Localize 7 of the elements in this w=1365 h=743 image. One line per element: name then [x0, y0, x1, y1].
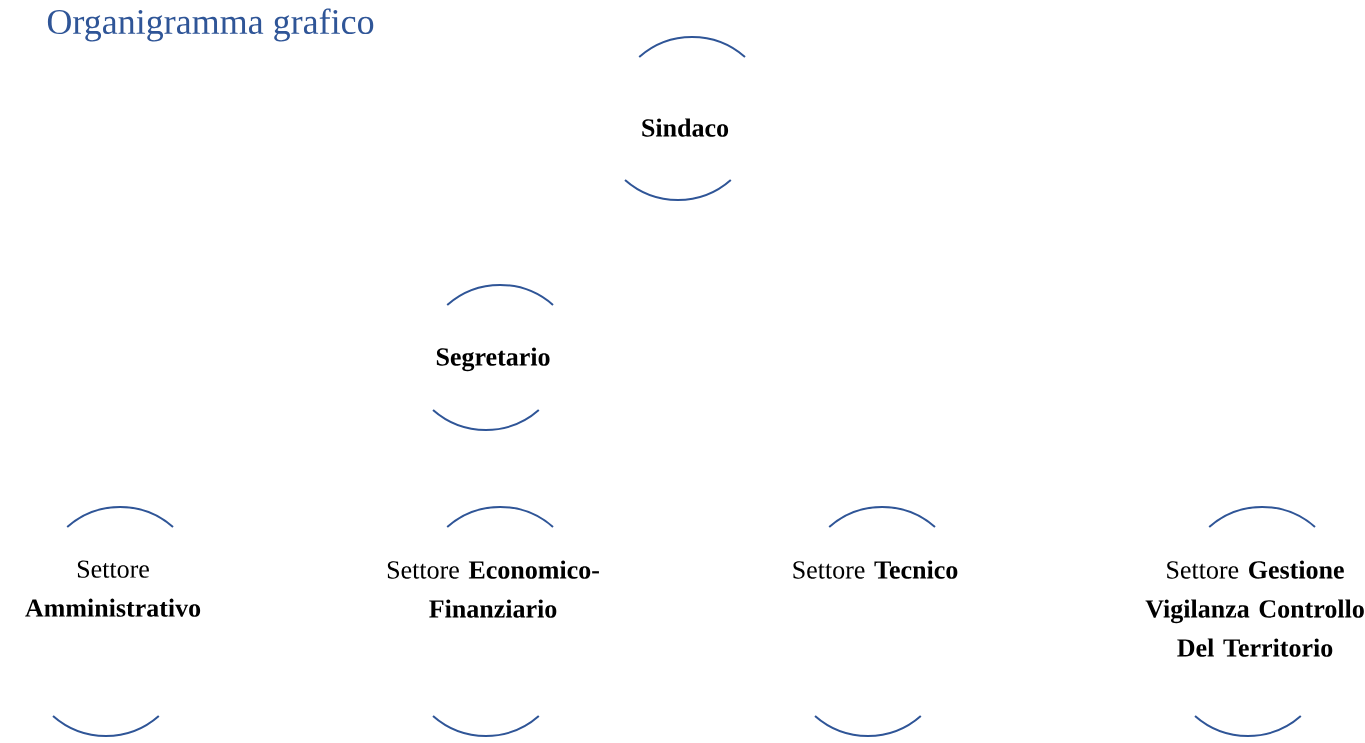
arc-circle-node: Settore Gestione Vigilanza Controllo Del Territorio	[1145, 506, 1364, 737]
arc-circle-node: Settore Amministrativo	[25, 506, 201, 737]
arc-circle-node: Settore Tecnico	[793, 506, 958, 737]
title: Organigramma grafico	[47, 8, 374, 42]
arc-circle-node: Settore Economico-Finanziario	[387, 506, 599, 737]
arc-circle-node: Sindaco	[624, 36, 746, 201]
arc-circle-node: Segretario	[432, 284, 554, 431]
